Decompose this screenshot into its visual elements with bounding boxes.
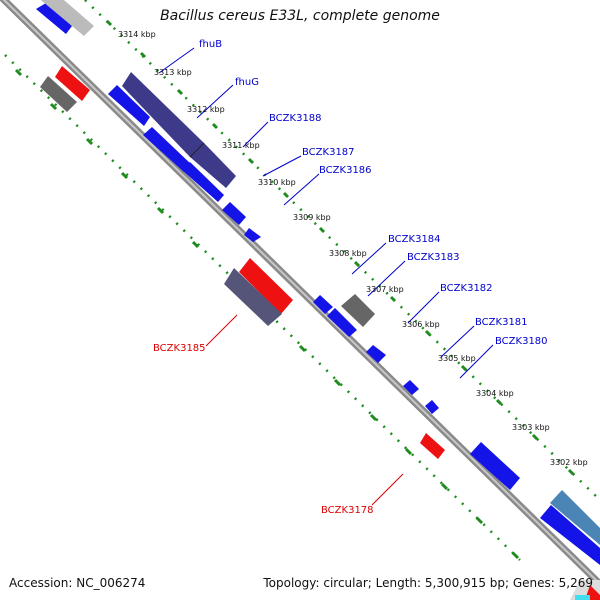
topology-label: Topology: circular; Length: 5,300,915 bp… — [263, 576, 593, 590]
gene-label-BCZK3188: BCZK3188 — [269, 113, 322, 124]
gene-BCZK3178[interactable] — [420, 433, 445, 459]
gene-label-BCZK3187: BCZK3187 — [302, 147, 355, 158]
kbp-label: 3304 kbp — [476, 389, 514, 398]
gene-labels-reverse[interactable]: BCZK3185 BCZK3178 — [153, 343, 374, 516]
gene-BCZK3185-operon[interactable] — [224, 258, 293, 326]
accession-label: Accession: NC_006274 — [9, 576, 146, 590]
kbp-labels: 3314 kbp 3313 kbp 3312 kbp 3311 kbp 3310… — [118, 30, 588, 467]
kbp-label: 3310 kbp — [258, 178, 296, 187]
gene-label-BCZK3178: BCZK3178 — [321, 505, 374, 516]
kbp-label: 3313 kbp — [154, 68, 192, 77]
label-leaders-reverse — [205, 314, 404, 506]
gene-feature-top-left[interactable] — [36, 0, 94, 36]
gene-label-BCZK3183: BCZK3183 — [407, 252, 460, 263]
gene-label-BCZK3181: BCZK3181 — [475, 317, 528, 328]
gene-label-fhuG: fhuG — [235, 77, 259, 88]
kbp-label: 3311 kbp — [222, 141, 260, 150]
kbp-label: 3312 kbp — [187, 105, 225, 114]
gene-mid-right-cluster[interactable] — [313, 294, 439, 414]
genome-axis-highlight — [2, 0, 600, 585]
kbp-label: 3308 kbp — [329, 249, 367, 258]
operon-band-fhu[interactable] — [122, 72, 236, 188]
gene-label-fhuB: fhuB — [199, 39, 222, 50]
gene-labels-forward[interactable]: fhuB fhuG BCZK3188 BCZK3187 BCZK3186 BCZ… — [199, 39, 548, 347]
kbp-label: 3314 kbp — [118, 30, 156, 39]
kbp-label: 3302 kbp — [550, 458, 588, 467]
gene-label-BCZK3180: BCZK3180 — [495, 336, 548, 347]
kbp-label: 3306 kbp — [402, 320, 440, 329]
genome-title: Bacillus cereus E33L, complete genome — [160, 8, 440, 24]
kbp-label: 3305 kbp — [438, 354, 476, 363]
gene-label-BCZK3186: BCZK3186 — [319, 165, 372, 176]
reverse-gene-left[interactable] — [40, 66, 90, 112]
gene-lower-right[interactable] — [470, 442, 520, 490]
kbp-label: 3307 kbp — [366, 285, 404, 294]
gene-fhuB-arrows[interactable] — [108, 85, 261, 242]
kbp-label: 3303 kbp — [512, 423, 550, 432]
gene-label-BCZK3184: BCZK3184 — [388, 234, 441, 245]
gene-bottom-right-cluster[interactable] — [540, 490, 600, 600]
gene-label-BCZK3185: BCZK3185 — [153, 343, 206, 354]
kbp-label: 3309 kbp — [293, 213, 331, 222]
gene-label-BCZK3182: BCZK3182 — [440, 283, 493, 294]
label-leaders — [158, 47, 494, 379]
